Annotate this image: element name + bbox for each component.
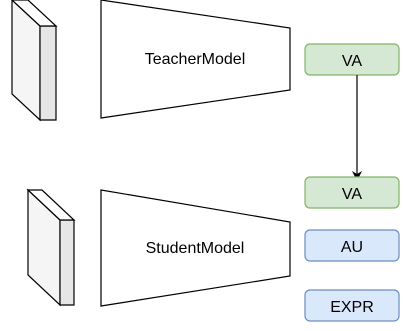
student-input-slab	[26, 188, 76, 307]
student-au-label: AU	[341, 239, 363, 256]
teacher-model-block: TeacherModel	[100, 0, 291, 119]
student-au-box: AU	[304, 229, 400, 262]
student-expr-label: EXPR	[330, 299, 374, 316]
student-model-label: StudentModel	[146, 240, 245, 257]
student-model-block: StudentModel	[100, 189, 291, 307]
teacher-va-label: VA	[342, 53, 362, 70]
student-expr-box: EXPR	[304, 289, 400, 322]
teacher-model-label: TeacherModel	[145, 51, 246, 68]
student-va-label: VA	[342, 186, 362, 203]
student-va-box: VA	[304, 176, 400, 209]
teacher-input-slab	[11, 0, 58, 122]
teacher-va-box: VA	[304, 43, 400, 76]
